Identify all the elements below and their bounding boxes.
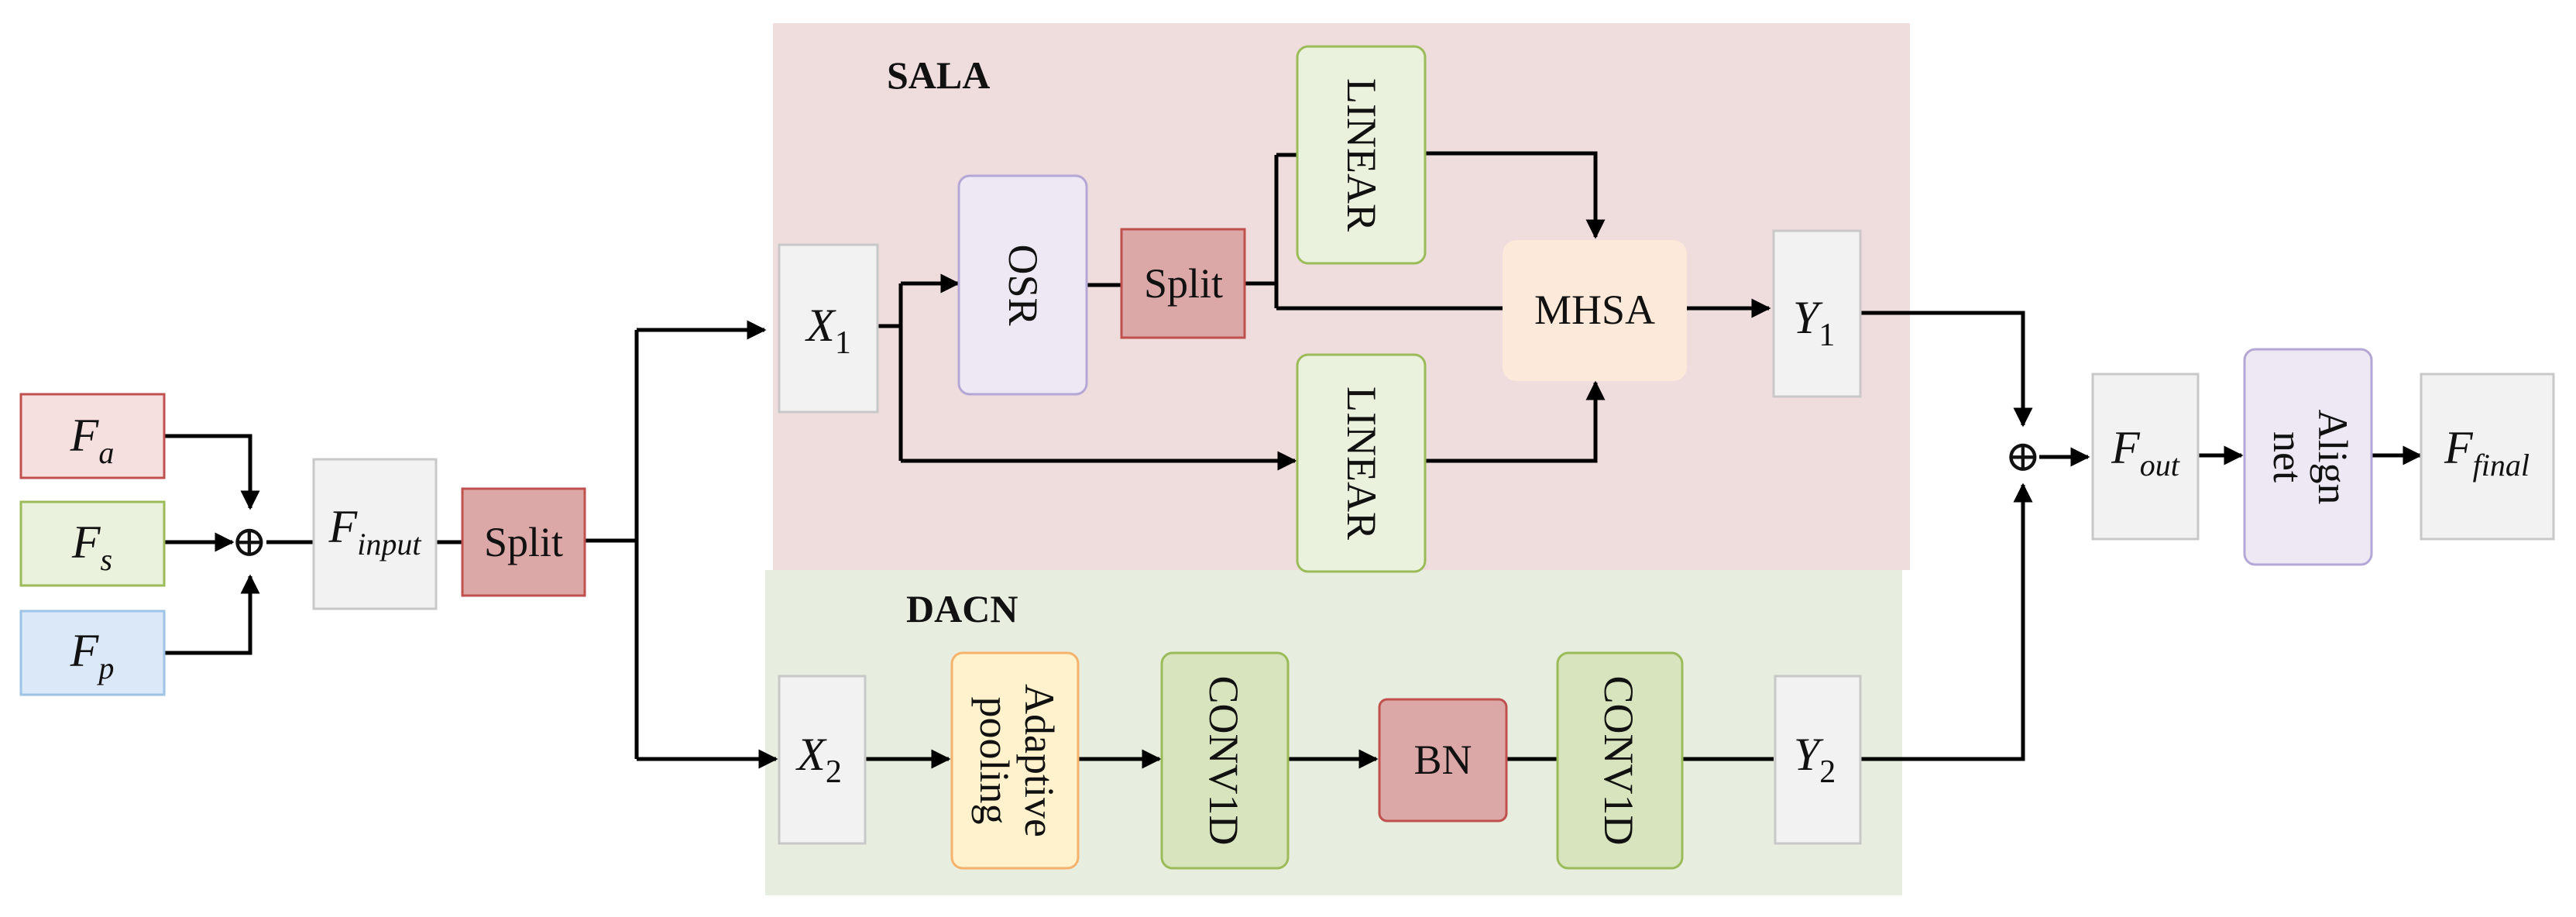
sum-operator-input: ⊕ — [232, 518, 268, 566]
svg-text:Fout: Fout — [2111, 422, 2180, 483]
feature-fout: Fout — [2091, 373, 2200, 541]
svg-text:Y2: Y2 — [1794, 729, 1836, 790]
sala-title: SALA — [887, 53, 990, 97]
feature-ffinal: Ffinal — [2420, 373, 2555, 541]
align-net-block: Align net — [2243, 348, 2373, 566]
linear-block-bottom: LINEAR — [1296, 353, 1427, 573]
x1-block: X1 — [778, 243, 879, 414]
svg-text:MHSA: MHSA — [1534, 287, 1655, 333]
svg-text:Split: Split — [484, 519, 563, 565]
svg-text:Fs: Fs — [71, 517, 112, 577]
x2-block: X2 — [778, 675, 867, 845]
svg-text:CONV1D: CONV1D — [1200, 675, 1247, 845]
osr-block: OSR — [957, 174, 1088, 396]
feature-fp: Fp — [19, 610, 166, 696]
svg-text:BN: BN — [1413, 737, 1472, 783]
connectors — [164, 151, 2423, 769]
svg-text:Finput: Finput — [328, 501, 422, 562]
split-block-inner: Split — [1120, 228, 1246, 339]
svg-text:CONV1D: CONV1D — [1595, 675, 1642, 845]
feature-finput: Finput — [312, 458, 438, 610]
dacn-title: DACN — [906, 587, 1018, 630]
svg-text:Ffinal: Ffinal — [2444, 422, 2530, 483]
svg-text:X1: X1 — [805, 300, 851, 361]
feature-fs: Fs — [19, 500, 166, 587]
conv1d-block-second: CONV1D — [1556, 651, 1684, 870]
svg-text:LINEAR: LINEAR — [1338, 386, 1385, 540]
svg-text:Y1: Y1 — [1793, 292, 1835, 353]
split-block-main: Split — [461, 487, 586, 597]
svg-text:X2: X2 — [795, 729, 842, 790]
bn-block: BN — [1378, 698, 1508, 823]
svg-text:Align: Align — [2310, 409, 2356, 504]
svg-text:pooling: pooling — [971, 696, 1018, 824]
svg-text:LINEAR: LINEAR — [1338, 78, 1385, 232]
feature-fa: Fa — [19, 393, 166, 479]
svg-text:Fp: Fp — [70, 625, 115, 685]
y2-block: Y2 — [1774, 675, 1862, 845]
svg-text:Fa: Fa — [70, 410, 115, 470]
svg-text:Split: Split — [1144, 260, 1223, 307]
svg-text:net: net — [2265, 431, 2311, 483]
linear-block-top: LINEAR — [1296, 45, 1427, 265]
svg-text:OSR: OSR — [1000, 244, 1046, 325]
adaptive-pooling-block: Adaptive pooling — [950, 651, 1080, 870]
conv1d-block-first: CONV1D — [1160, 651, 1290, 870]
y1-block: Y1 — [1772, 229, 1862, 398]
svg-text:Adaptive: Adaptive — [1016, 684, 1063, 837]
mhsa-block: MHSA — [1503, 240, 1687, 381]
sum-operator-output: ⊕ — [2005, 433, 2042, 481]
